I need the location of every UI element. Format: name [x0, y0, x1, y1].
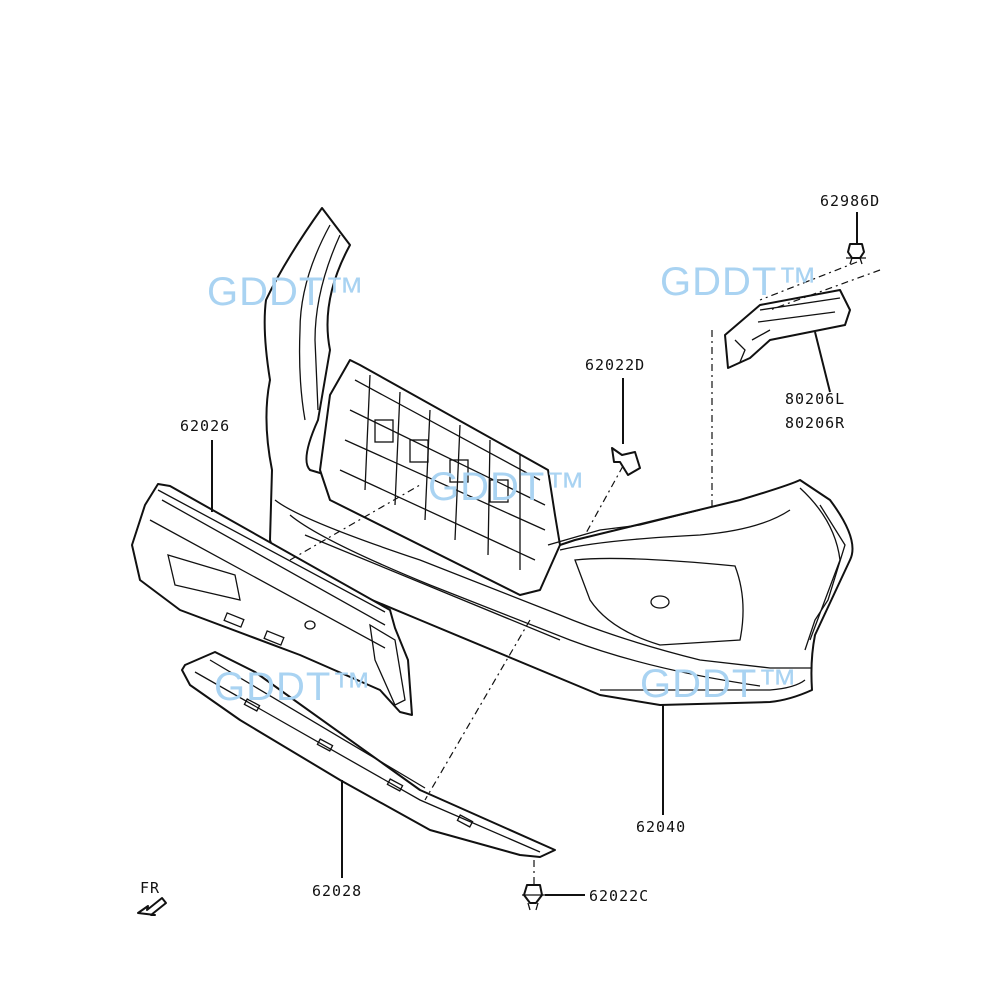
- front-arrow-icon: [137, 897, 167, 916]
- label-fr: FR: [140, 879, 160, 897]
- label-62040: 62040: [636, 818, 686, 836]
- watermark: GDDT™: [214, 665, 372, 709]
- clip-62022C: [522, 884, 545, 911]
- label-62026: 62026: [180, 417, 230, 435]
- screw-62986D: [846, 243, 866, 265]
- label-62022D: 62022D: [585, 356, 645, 374]
- leader-80206: [814, 331, 831, 393]
- label-62022C: 62022C: [589, 887, 649, 905]
- label-80206L: 80206L: [785, 390, 845, 408]
- bracket-80206: [724, 289, 851, 369]
- assembly-line: [759, 261, 858, 301]
- watermark: GDDT™: [660, 260, 818, 304]
- watermark: GDDT™: [207, 270, 365, 314]
- bumper-fascia-62040: [263, 207, 854, 706]
- grille-62026: [131, 483, 413, 716]
- watermark: GDDT™: [640, 662, 798, 706]
- assembly-line: [424, 619, 531, 801]
- label-62986D: 62986D: [820, 192, 880, 210]
- lower-molding-62028: [181, 651, 556, 858]
- clip-62022D: [611, 447, 641, 476]
- watermark: GDDT™: [428, 465, 586, 509]
- assembly-line: [289, 484, 421, 561]
- bumper-inner-structure: [319, 359, 701, 596]
- label-80206R: 80206R: [785, 414, 845, 432]
- assembly-line: [769, 269, 881, 311]
- label-62028: 62028: [312, 882, 362, 900]
- assembly-line: [584, 465, 624, 536]
